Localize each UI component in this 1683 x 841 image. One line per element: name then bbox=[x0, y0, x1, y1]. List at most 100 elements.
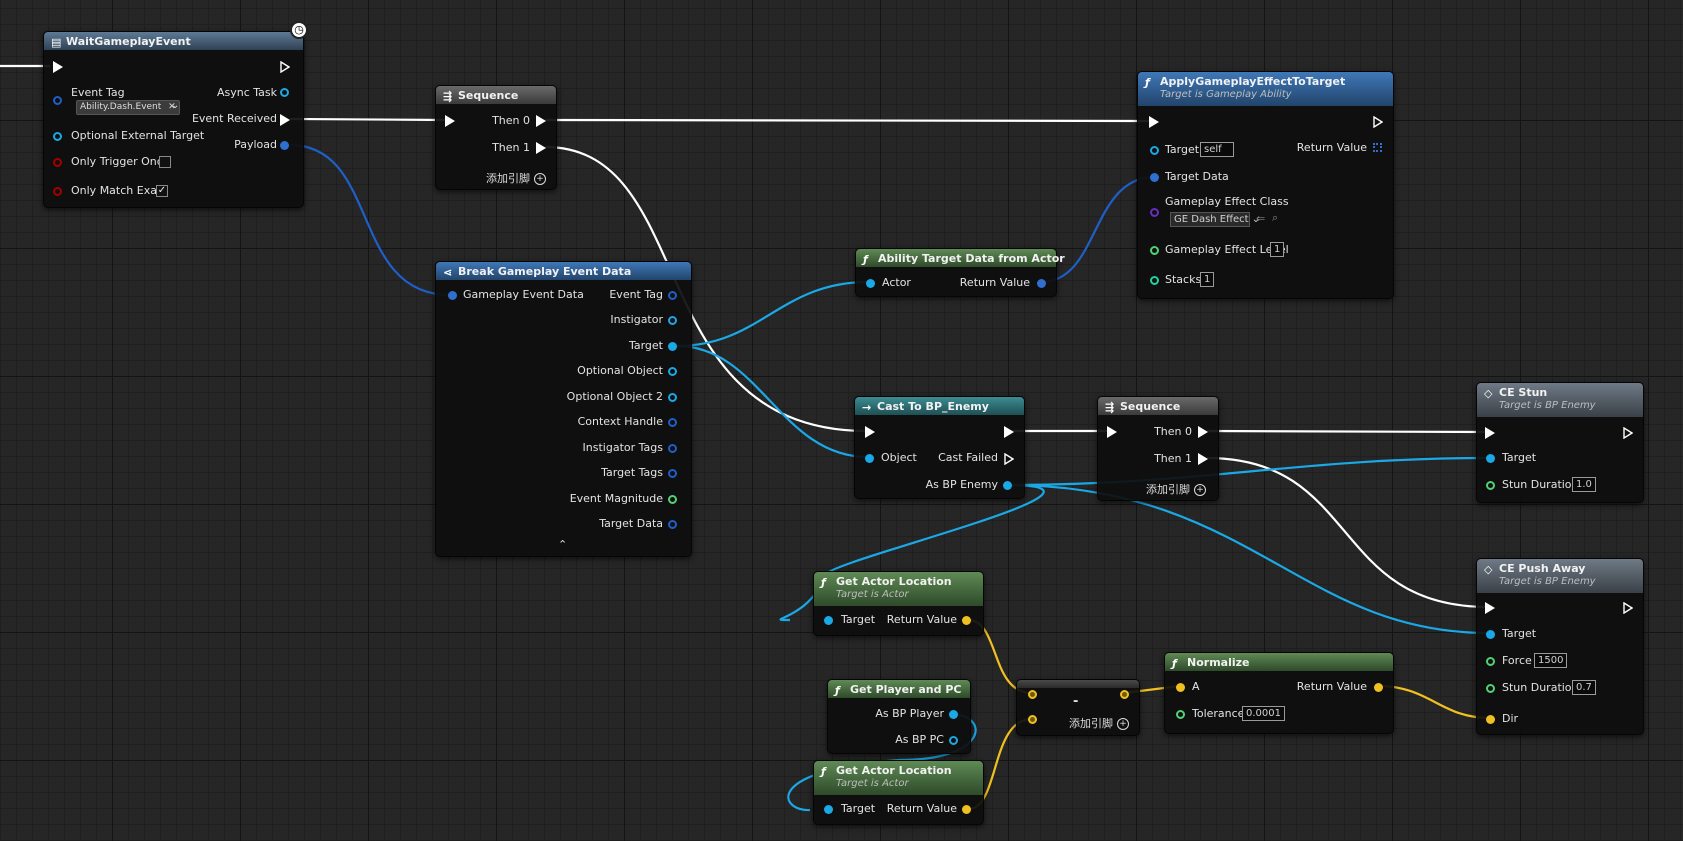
exec-in-pin[interactable] bbox=[1485, 602, 1495, 614]
target-pin[interactable] bbox=[824, 805, 833, 814]
node-sequence-2[interactable]: ⇶Sequence Then 0 Then 1 添加引脚+ bbox=[1097, 396, 1219, 501]
stun-duration-field[interactable]: 0.7 bbox=[1572, 680, 1596, 695]
out-event-tag-pin[interactable] bbox=[668, 291, 677, 300]
target-pin[interactable] bbox=[1486, 630, 1495, 639]
out-target-tags-pin[interactable] bbox=[668, 469, 677, 478]
as-bp-enemy-pin[interactable] bbox=[1003, 481, 1012, 490]
then1-pin[interactable] bbox=[536, 142, 546, 154]
force-pin[interactable] bbox=[1486, 657, 1495, 666]
tolerance-pin[interactable] bbox=[1176, 710, 1185, 719]
event-received-pin[interactable] bbox=[280, 114, 290, 126]
gameplay-event-data-pin[interactable] bbox=[448, 291, 457, 300]
stun-duration-pin[interactable] bbox=[1486, 684, 1495, 693]
out-target-pin[interactable] bbox=[668, 342, 677, 351]
exec-in-pin[interactable] bbox=[865, 426, 875, 438]
tag-dropdown-icon[interactable]: ⌄ bbox=[171, 100, 180, 111]
stacks-field[interactable]: 1 bbox=[1200, 272, 1215, 287]
exec-out-pin[interactable] bbox=[1373, 116, 1383, 128]
return-value-struct-pin[interactable] bbox=[1373, 143, 1382, 152]
a-pin[interactable] bbox=[1176, 683, 1185, 692]
only-trigger-once-pin[interactable] bbox=[53, 158, 62, 167]
add-pin-button[interactable]: 添加引脚+ bbox=[1146, 481, 1206, 497]
as-bp-player-pin[interactable] bbox=[949, 710, 958, 719]
effect-class-dropdown[interactable]: GE Dash Effect ⌄ bbox=[1170, 212, 1260, 227]
exec-in-pin[interactable] bbox=[1485, 427, 1495, 439]
node-sequence-1[interactable]: ⇶Sequence Then 0 Then 1 添加引脚+ bbox=[435, 85, 557, 190]
payload-pin[interactable] bbox=[280, 141, 289, 150]
out-event-magnitude-pin[interactable] bbox=[668, 495, 677, 504]
only-trigger-once-checkbox[interactable] bbox=[159, 156, 171, 168]
return-value-pin[interactable] bbox=[962, 805, 971, 814]
exec-out-pin[interactable] bbox=[1623, 602, 1633, 614]
only-match-exact-checkbox[interactable]: ✓ bbox=[156, 185, 168, 197]
out-target-data-label: Target Data bbox=[599, 517, 663, 530]
node-break-gameplay-event-data[interactable]: ⋖Break Gameplay Event Data Gameplay Even… bbox=[435, 261, 692, 557]
exec-in-pin[interactable] bbox=[53, 61, 63, 73]
return-value-pin[interactable] bbox=[1374, 683, 1383, 692]
stun-duration-pin[interactable] bbox=[1486, 481, 1495, 490]
out-context-handle-pin[interactable] bbox=[668, 418, 677, 427]
node-subtract[interactable]: - 添加引脚+ bbox=[1016, 679, 1140, 736]
exec-out-pin[interactable] bbox=[280, 61, 290, 73]
out-instigator-pin[interactable] bbox=[668, 316, 677, 325]
then1-pin[interactable] bbox=[1198, 453, 1208, 465]
exec-out-pin[interactable] bbox=[1004, 426, 1014, 438]
cast-failed-pin[interactable] bbox=[1004, 453, 1014, 465]
gameplay-effect-class-pin[interactable] bbox=[1150, 208, 1159, 217]
target-pin[interactable] bbox=[1486, 454, 1495, 463]
out-target-data-pin[interactable] bbox=[668, 520, 677, 529]
use-selected-icon[interactable]: ⇐ bbox=[1256, 212, 1266, 225]
out-instigator-tags-pin[interactable] bbox=[668, 444, 677, 453]
async-task-pin[interactable] bbox=[280, 88, 289, 97]
exec-in-pin[interactable] bbox=[445, 115, 455, 127]
exec-wire-then0-apply bbox=[544, 118, 1151, 123]
target-value-field[interactable]: self bbox=[1200, 142, 1234, 157]
subtract-input-b-pin[interactable] bbox=[1028, 715, 1037, 724]
target-pin[interactable] bbox=[824, 616, 833, 625]
target-data-pin[interactable] bbox=[1150, 173, 1159, 182]
exec-out-pin[interactable] bbox=[1623, 427, 1633, 439]
effect-level-pin[interactable] bbox=[1150, 246, 1159, 255]
clear-tag-icon[interactable]: ✕ bbox=[168, 102, 176, 112]
return-value-pin[interactable] bbox=[1037, 279, 1046, 288]
object-pin[interactable] bbox=[865, 454, 874, 463]
event-tag-pin[interactable] bbox=[53, 96, 62, 105]
node-cast-to-bp-enemy[interactable]: →Cast To BP_Enemy Object Cast Failed As … bbox=[854, 396, 1025, 499]
subtract-output-pin[interactable] bbox=[1120, 690, 1129, 699]
subtract-input-a-pin[interactable] bbox=[1028, 690, 1037, 699]
effect-level-field[interactable]: 1 bbox=[1270, 242, 1285, 257]
node-title: ApplyGameplayEffectToTarget bbox=[1160, 75, 1346, 88]
collapse-pins-icon[interactable]: ⌃ bbox=[558, 538, 568, 551]
tolerance-field[interactable]: 0.0001 bbox=[1242, 706, 1285, 721]
only-trigger-once-label: Only Trigger Once bbox=[71, 155, 170, 168]
exec-in-pin[interactable] bbox=[1107, 426, 1117, 438]
dir-pin[interactable] bbox=[1486, 715, 1495, 724]
add-pin-button[interactable]: 添加引脚+ bbox=[486, 170, 546, 186]
stun-duration-field[interactable]: 1.0 bbox=[1572, 477, 1596, 492]
add-pin-button[interactable]: 添加引脚+ bbox=[1069, 715, 1129, 731]
exec-in-pin[interactable] bbox=[1149, 116, 1159, 128]
return-value-pin[interactable] bbox=[962, 616, 971, 625]
optional-external-target-pin[interactable] bbox=[53, 132, 62, 141]
stacks-pin[interactable] bbox=[1150, 276, 1159, 285]
event-tag-pill[interactable]: Ability.Dash.Event ✕ bbox=[76, 100, 180, 115]
as-bp-pc-pin[interactable] bbox=[949, 736, 958, 745]
browse-icon[interactable]: ⌕ bbox=[1272, 211, 1279, 224]
actor-pin[interactable] bbox=[866, 279, 875, 288]
then0-pin[interactable] bbox=[536, 115, 546, 127]
target-pin[interactable] bbox=[1150, 146, 1159, 155]
out-optional-object-2-pin[interactable] bbox=[668, 393, 677, 402]
only-match-exact-pin[interactable] bbox=[53, 187, 62, 196]
then0-pin[interactable] bbox=[1198, 426, 1208, 438]
force-field[interactable]: 1500 bbox=[1534, 653, 1568, 668]
out-optional-object-pin[interactable] bbox=[668, 367, 677, 376]
node-wait-gameplay-event[interactable]: ▤WaitGameplayEvent ◷ Event Tag Ability.D… bbox=[43, 21, 308, 208]
